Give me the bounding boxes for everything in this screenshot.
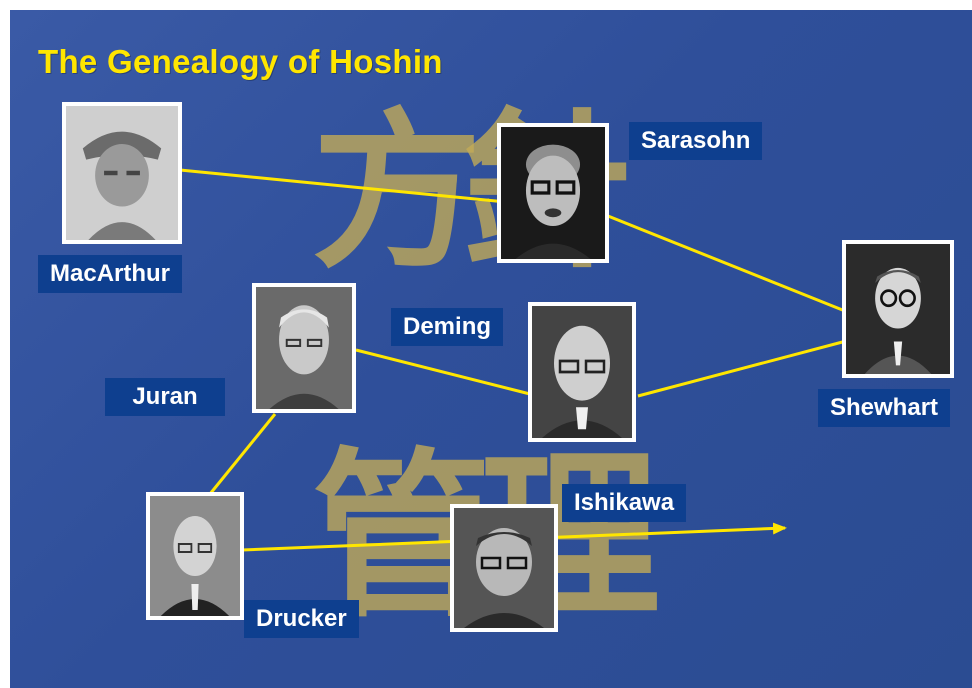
portrait-shewhart	[842, 240, 954, 378]
label-macarthur: MacArthur	[38, 255, 183, 293]
slide-background: The Genealogy of Hoshin 方 針 管 理	[10, 10, 972, 688]
line-juran-drucker	[208, 413, 277, 495]
portrait-ishikawa	[450, 504, 558, 632]
line-deming-shewhart	[637, 338, 851, 398]
line-juran-deming	[355, 348, 531, 396]
portrait-macarthur	[62, 102, 182, 244]
diagram-title: The Genealogy of Hoshin	[38, 43, 443, 80]
label-drucker: Drucker	[244, 600, 359, 638]
portrait-drucker	[146, 492, 244, 620]
portrait-deming	[528, 302, 636, 442]
label-sarasohn: Sarasohn	[629, 122, 763, 160]
label-juran: Juran	[105, 378, 225, 416]
kanji-ho: 方	[312, 94, 483, 292]
line-sarasohn-shewhart	[607, 214, 851, 315]
label-shewhart: Shewhart	[818, 389, 951, 427]
portrait-juran	[252, 283, 356, 413]
portrait-sarasohn	[497, 123, 609, 263]
label-ishikawa: Ishikawa	[562, 484, 687, 522]
label-deming: Deming	[391, 308, 504, 346]
line-macarthur-sarasohn	[179, 168, 507, 204]
